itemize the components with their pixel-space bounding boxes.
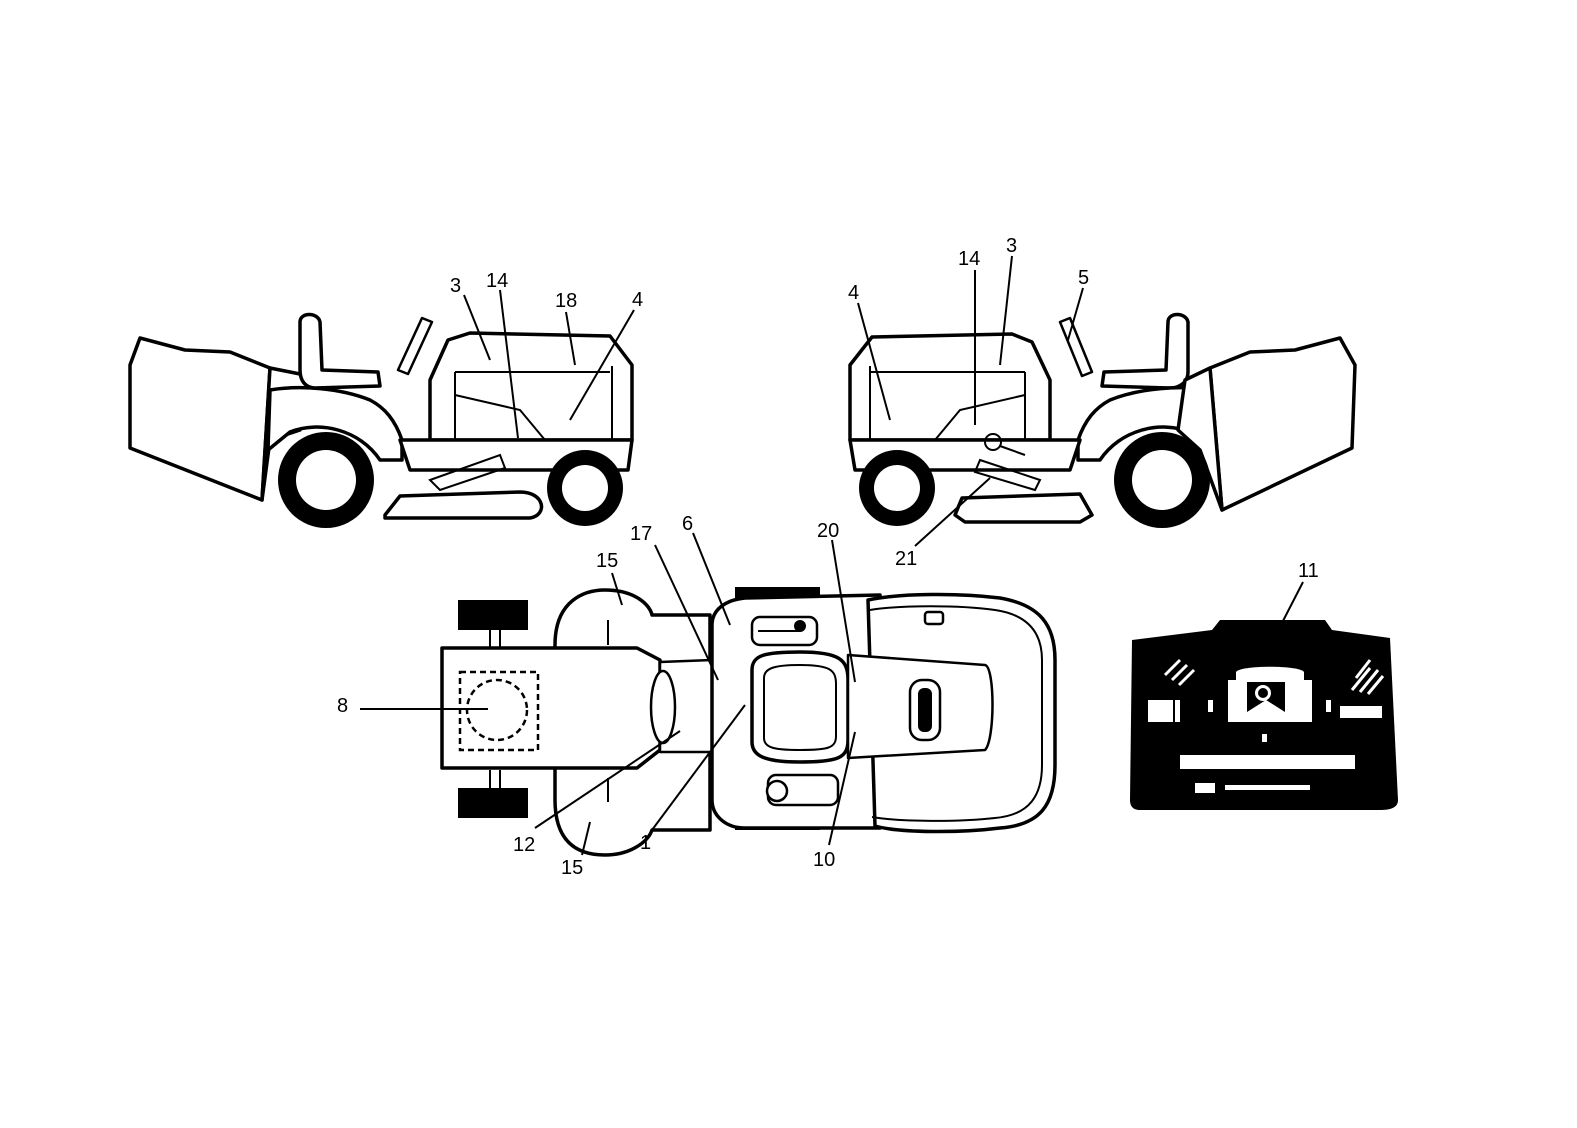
mower-right-side-view [848, 312, 1357, 528]
mower-left-side-view [128, 312, 634, 528]
callout-17: 17 [630, 523, 652, 545]
callout-10: 10 [813, 849, 835, 871]
callout-5: 5 [1078, 267, 1089, 289]
callout-15-top: 15 [596, 550, 618, 572]
callout-11: 11 [1298, 560, 1319, 582]
callout-18: 18 [555, 290, 577, 312]
callout-12: 12 [513, 834, 535, 856]
callout-20: 20 [817, 520, 839, 542]
callout-8: 8 [337, 695, 348, 717]
callout-6: 6 [682, 513, 693, 535]
callout-1: 1 [640, 832, 651, 854]
callout-4-right: 4 [848, 282, 859, 304]
callout-3-right: 3 [1006, 235, 1017, 257]
dash-panel-view [1130, 620, 1398, 810]
callout-14-left: 14 [486, 270, 508, 292]
leader-lines [360, 255, 1304, 856]
callout-21: 21 [895, 548, 917, 570]
callout-14-right: 14 [958, 248, 980, 270]
callout-3-left: 3 [450, 275, 461, 297]
callout-4-left: 4 [632, 289, 643, 311]
callout-15-bottom: 15 [561, 857, 583, 879]
callout-numbers: 3 14 18 4 4 14 3 5 21 15 17 6 20 8 12 1 … [337, 235, 1319, 879]
mower-top-view [440, 587, 1057, 857]
